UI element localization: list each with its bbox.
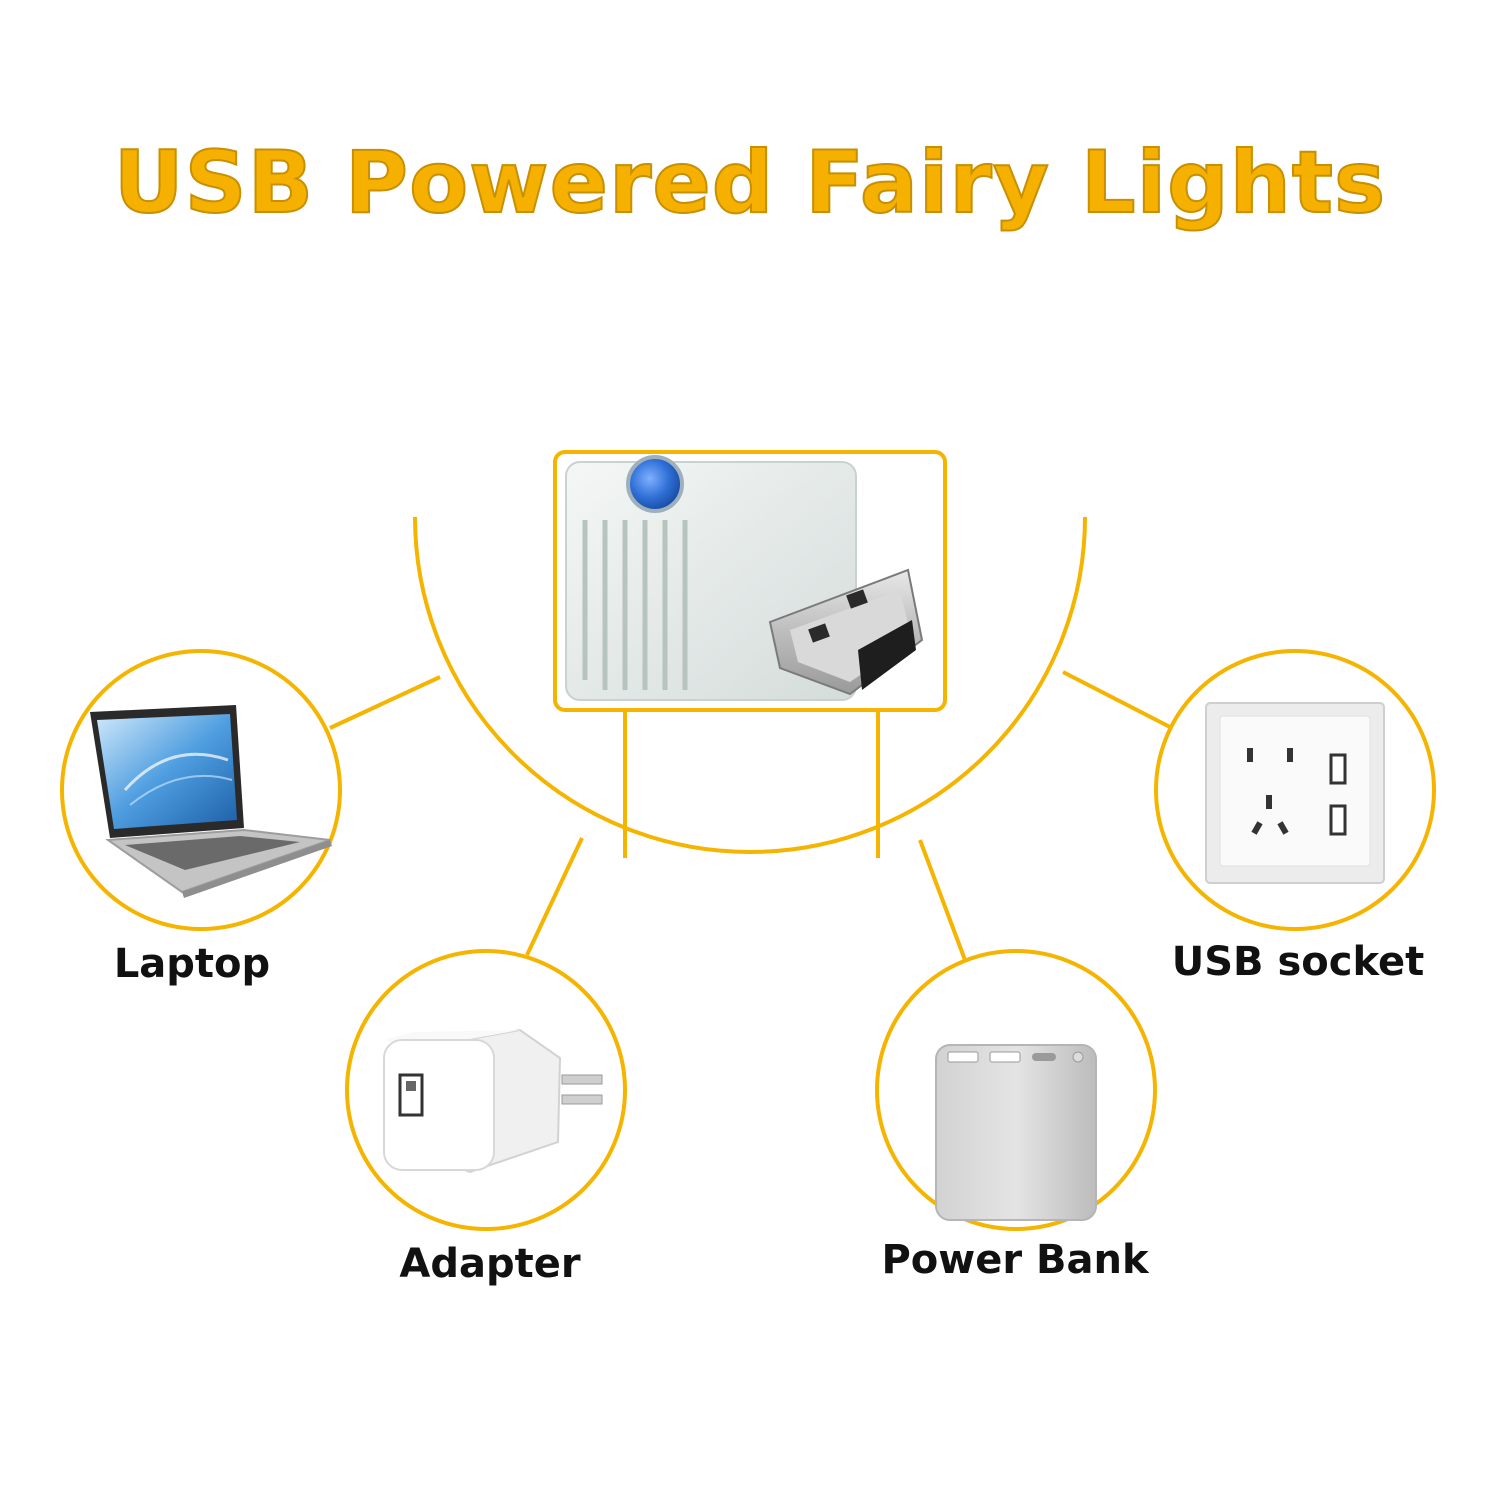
usb-plug-icon (553, 450, 947, 712)
line-to-laptop (329, 675, 441, 730)
laptop-icon (90, 705, 332, 898)
line-to-power-bank (918, 839, 967, 961)
usb-adapter-icon (383, 1028, 603, 1174)
page-title: USB Powered Fairy Lights (113, 133, 1387, 233)
wall-socket-icon (1205, 702, 1385, 884)
line-to-socket (1062, 670, 1171, 729)
laptop-label: Laptop (113, 941, 271, 987)
connector-lines (329, 516, 1171, 961)
line-to-adapter (525, 837, 584, 956)
central-arc (413, 516, 1087, 854)
usb-socket-label: USB socket (1171, 939, 1425, 985)
adapter-label: Adapter (399, 1241, 581, 1287)
power-bank-label: Power Bank (881, 1237, 1149, 1283)
power-bank-icon (935, 1044, 1097, 1221)
